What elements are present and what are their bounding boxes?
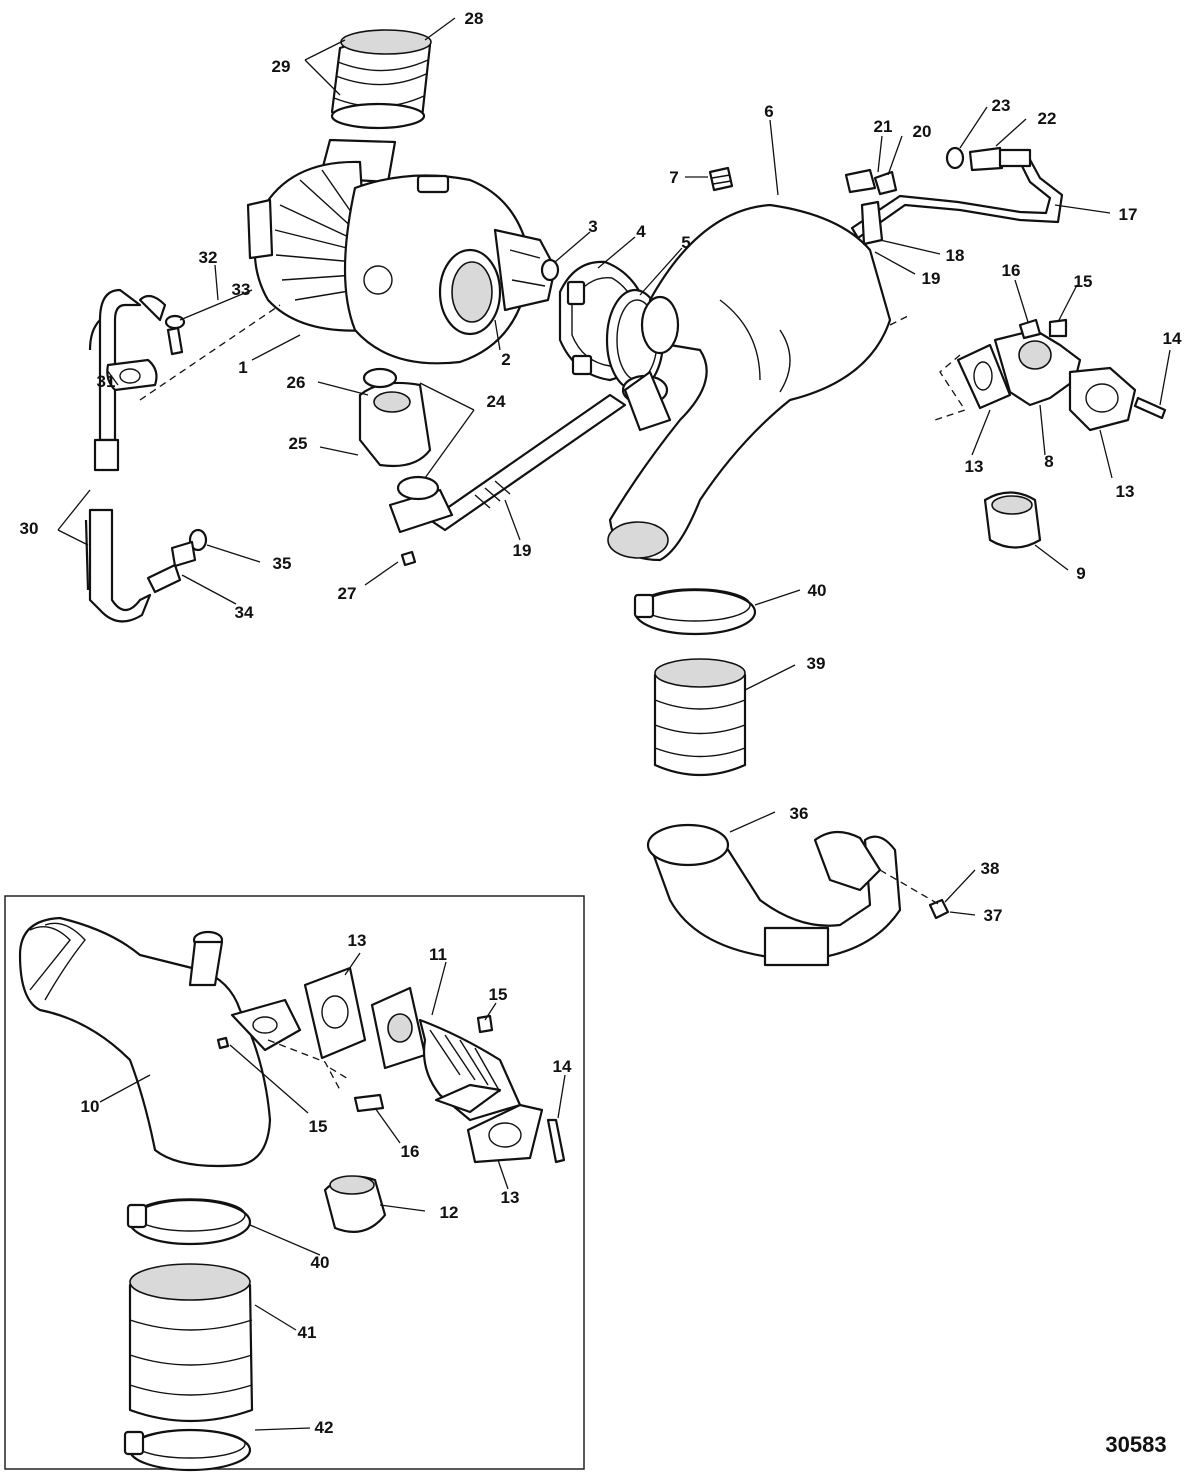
callout-40-a: 40 [808, 581, 827, 600]
callout-23: 23 [992, 96, 1011, 115]
exhaust-fitting-assembly [956, 318, 1167, 549]
water-tube-part [844, 146, 1064, 246]
inset-hose-part [128, 1263, 254, 1423]
oil-supply-line-part [84, 288, 208, 623]
callout-5: 5 [681, 233, 690, 252]
callout-19-b: 19 [513, 541, 532, 560]
inset-clamp-upper-part [126, 1198, 252, 1246]
inset-gasket-upper-part [303, 966, 367, 1060]
callout-32: 32 [199, 248, 218, 267]
inset-clamp-lower-part [123, 1428, 252, 1472]
callout-10: 10 [81, 1097, 100, 1116]
callout-30: 30 [20, 519, 39, 538]
callout-34: 34 [235, 603, 254, 622]
callout-16-b: 16 [401, 1142, 420, 1161]
callout-14-a: 14 [1163, 329, 1182, 348]
callout-18: 18 [946, 246, 965, 265]
callout-27: 27 [338, 584, 357, 603]
callout-39: 39 [807, 654, 826, 673]
inset-gasket-lower-part [353, 1093, 566, 1164]
callout-22: 22 [1038, 109, 1057, 128]
callout-17: 17 [1119, 205, 1138, 224]
callout-labels: 28 29 1 2 3 4 5 6 7 8 9 13 13 14 15 16 1… [20, 9, 1182, 1437]
callout-1: 1 [238, 358, 247, 377]
callout-16-a: 16 [1002, 261, 1021, 280]
callout-31: 31 [97, 372, 116, 391]
inset-exhaust-elbow-part [18, 916, 302, 1168]
callout-21: 21 [874, 117, 893, 136]
callout-15-b: 15 [489, 985, 508, 1004]
callout-41: 41 [298, 1323, 317, 1342]
callout-28: 28 [465, 9, 484, 28]
turbocharger-part [246, 138, 560, 365]
callout-20: 20 [913, 122, 932, 141]
inset-bellows-part [370, 986, 522, 1122]
callout-40-b: 40 [311, 1253, 330, 1272]
callout-26: 26 [287, 373, 306, 392]
callout-3: 3 [588, 217, 597, 236]
callout-36: 36 [790, 804, 809, 823]
inset-frame [4, 895, 585, 1470]
callout-13-d: 13 [501, 1188, 520, 1207]
callout-13-b: 13 [1116, 482, 1135, 501]
callout-24: 24 [487, 392, 506, 411]
callout-7: 7 [669, 168, 678, 187]
plug-part [708, 166, 734, 192]
callout-12: 12 [440, 1203, 459, 1222]
inset-cap-part [323, 1175, 387, 1233]
figure-number: 30583 [1105, 1432, 1166, 1457]
callout-11: 11 [429, 945, 447, 964]
leader-lines [57, 17, 1171, 1431]
callout-37: 37 [984, 906, 1003, 925]
callout-42: 42 [315, 1418, 334, 1437]
callout-35: 35 [273, 554, 292, 573]
alignment-lines [139, 304, 967, 1091]
callout-14-b: 14 [553, 1057, 572, 1076]
callout-25: 25 [289, 434, 308, 453]
callout-4: 4 [636, 222, 646, 241]
exhaust-elbow-part [607, 203, 892, 562]
callout-15-c: 15 [309, 1117, 328, 1136]
callout-6: 6 [764, 102, 773, 121]
callout-38: 38 [981, 859, 1000, 878]
callout-15-a: 15 [1074, 272, 1093, 291]
oil-drain-assembly [358, 367, 627, 567]
intake-hose-part [330, 29, 432, 130]
callout-9: 9 [1076, 564, 1085, 583]
callout-13-a: 13 [965, 457, 984, 476]
callout-19-a: 19 [922, 269, 941, 288]
lower-exhaust-assembly [633, 588, 950, 967]
callout-29: 29 [272, 57, 291, 76]
callout-13-c: 13 [348, 931, 367, 950]
callout-2: 2 [501, 350, 510, 369]
callout-8: 8 [1044, 452, 1053, 471]
callout-33: 33 [232, 280, 251, 299]
